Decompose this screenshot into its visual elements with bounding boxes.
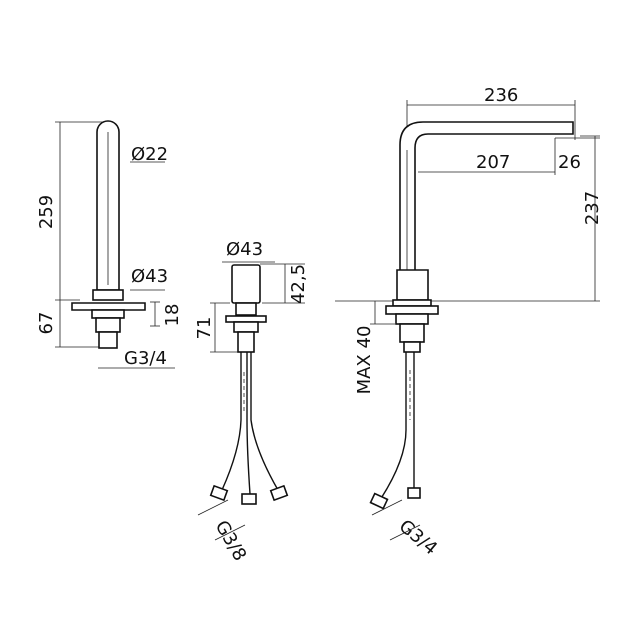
handle-thread-label: G3/8 [211, 517, 251, 565]
spout-height-label: 259 [36, 195, 57, 229]
mixer-deck-max-label: MAX 40 [354, 326, 375, 395]
handle-view: Ø43 42,5 71 G3/8 [194, 239, 309, 565]
mixer-spout-drop-label: 26 [558, 152, 581, 173]
mixer-reach-total-label: 236 [484, 85, 518, 106]
mixer-view: 236 207 26 237 MAX 40 G3/4 [335, 85, 603, 559]
mixer-thread-label: G3/4 [395, 516, 441, 560]
mixer-reach-inner-label: 207 [476, 152, 510, 173]
spout-pipe-diameter-label: Ø22 [131, 144, 168, 165]
mixer-height-label: 237 [582, 191, 603, 225]
handle-diameter-label: Ø43 [226, 239, 263, 260]
spout-base-diameter-label: Ø43 [131, 266, 168, 287]
spout-view: 259 Ø22 Ø43 67 18 G3/4 [36, 120, 183, 369]
spout-flange-label: 18 [162, 304, 183, 327]
spout-thread-label: G3/4 [124, 348, 167, 369]
spout-below-deck-label: 67 [36, 312, 57, 335]
handle-height-above-label: 42,5 [288, 264, 309, 304]
handle-height-below-label: 71 [194, 317, 215, 340]
